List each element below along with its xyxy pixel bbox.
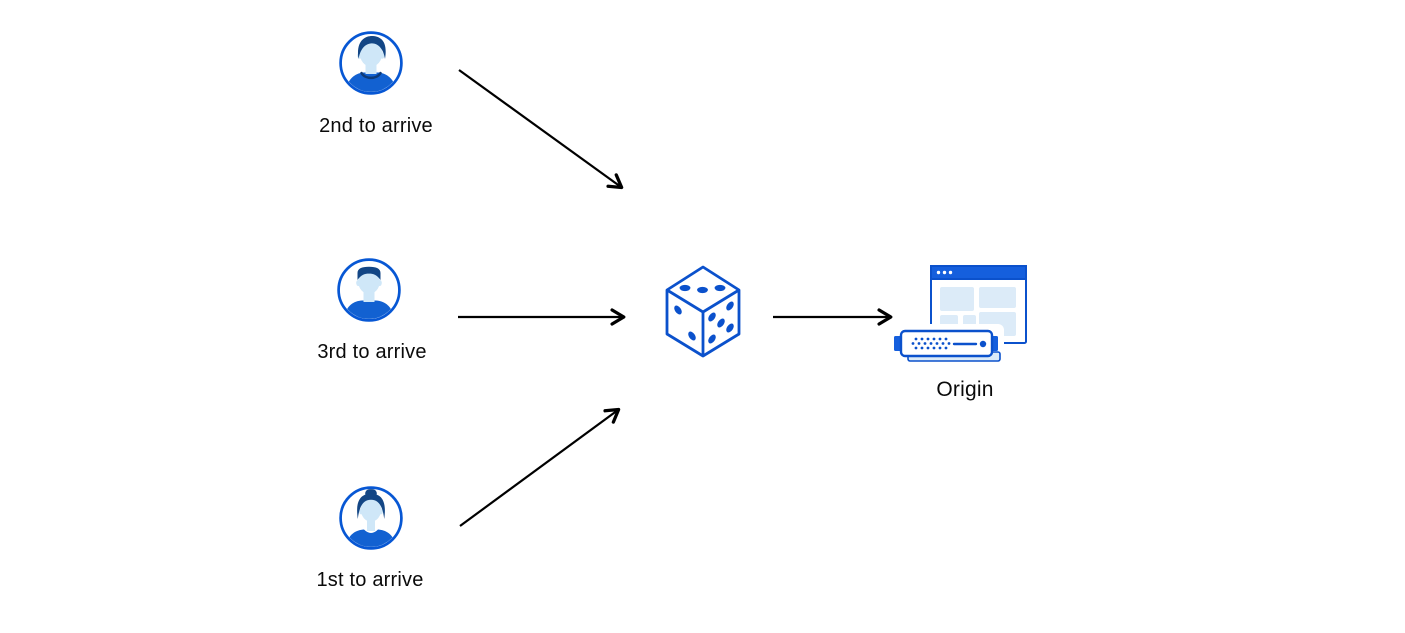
origin-server-icon xyxy=(890,265,1027,362)
man-short-hair-avatar-icon xyxy=(337,258,401,322)
arrow-user-second-to-dice xyxy=(458,69,624,190)
woman-bun-avatar-icon xyxy=(339,486,403,550)
user-second-label: 2nd to arrive xyxy=(319,115,433,137)
origin-label: Origin xyxy=(936,378,994,401)
man-swept-hair-avatar-icon xyxy=(339,31,403,95)
server-icon xyxy=(894,329,1001,362)
arrow-user-first-to-dice xyxy=(459,407,621,527)
user-first-label: 1st to arrive xyxy=(316,569,424,591)
dice-icon xyxy=(665,265,741,358)
user-third-label: 3rd to arrive xyxy=(317,341,427,363)
